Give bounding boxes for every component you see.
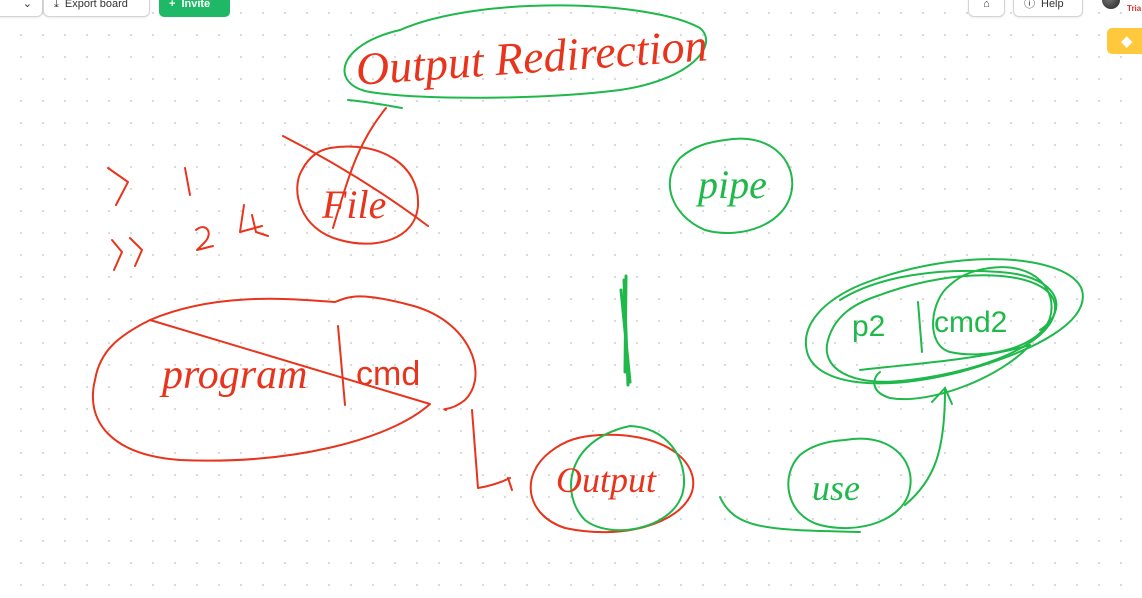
- chevron-down-icon: ⌄: [22, 0, 32, 10]
- p2-pipe: [917, 301, 923, 353]
- program-group: program cmd: [91, 295, 513, 491]
- program-pipe: [337, 325, 346, 406]
- export-board-label: Export board: [64, 0, 128, 10]
- home-icon: ⌂: [983, 0, 990, 10]
- user-name: Tria: [1127, 4, 1142, 13]
- use-text: use: [812, 468, 860, 508]
- operator-two: [195, 226, 214, 251]
- file-text: File: [321, 182, 386, 227]
- help-label: Help: [1041, 0, 1064, 10]
- export-board-button[interactable]: ⤓ Export board: [43, 0, 150, 17]
- invite-label: Invite: [181, 0, 211, 10]
- info-icon: ⓘ: [1024, 0, 1035, 10]
- program-text: program: [159, 352, 307, 398]
- use-group: use: [719, 387, 953, 533]
- user-menu[interactable]: Tria: [1092, 0, 1142, 17]
- download-icon: ⤓: [54, 0, 59, 10]
- p2-text: p2: [852, 310, 885, 343]
- operators-group: [107, 167, 269, 271]
- title-circle: [343, 4, 707, 109]
- use-circle: [787, 437, 912, 529]
- avatar[interactable]: [1102, 0, 1120, 9]
- title-text: Output Redirection: [354, 19, 709, 94]
- use-arrow-left: [719, 496, 861, 533]
- output-group: Output: [529, 425, 695, 534]
- pipe-text: pipe: [695, 162, 767, 207]
- premium-button[interactable]: ◆: [1107, 28, 1142, 54]
- output-circle-red: [529, 433, 695, 534]
- board-menu-button[interactable]: ⌄: [0, 0, 43, 17]
- p2-circle-extra: [839, 269, 1058, 331]
- file-circle: [296, 145, 420, 245]
- cmd2-text: cmd2: [934, 306, 1007, 339]
- add-person-icon: +: [169, 0, 176, 10]
- pipe-group: pipe: [668, 137, 794, 234]
- program-arrow: [471, 409, 513, 491]
- title-group: Output Redirection: [343, 4, 709, 109]
- cmd-text: cmd: [356, 355, 420, 393]
- pipe-circle: [668, 137, 794, 234]
- operator-gtgt: [111, 237, 143, 271]
- p2-circle-middle: [825, 274, 1057, 383]
- file-strike: [282, 107, 429, 229]
- home-button[interactable]: ⌂: [968, 0, 1005, 17]
- diamond-icon: ◆: [1121, 32, 1133, 50]
- file-group: File: [282, 107, 429, 245]
- help-button[interactable]: ⓘ Help: [1013, 0, 1083, 17]
- p2-circle-bottom: [859, 344, 1031, 401]
- pipe-stroke: [619, 274, 632, 387]
- operator-one: [184, 167, 191, 196]
- output-circle-green: [570, 425, 686, 532]
- operator-gt: [107, 167, 129, 206]
- invite-button[interactable]: + Invite: [159, 0, 230, 17]
- program-circle: [91, 295, 477, 462]
- p2-cmd2-group: p2 cmd2: [805, 258, 1084, 401]
- p2-circle-inner: [932, 266, 1053, 356]
- operator-amp: [239, 204, 269, 237]
- output-text: Output: [556, 460, 657, 500]
- use-arrow-up: [904, 387, 953, 506]
